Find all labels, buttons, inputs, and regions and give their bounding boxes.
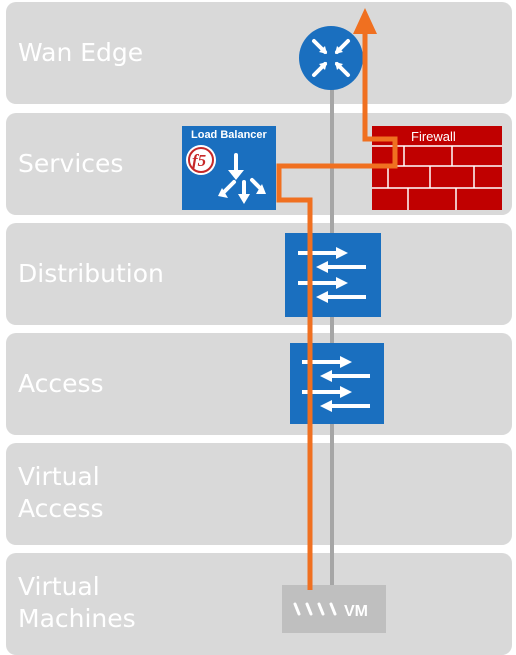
load-balancer-label: Load Balancer (191, 129, 268, 141)
arrow-up-icon (353, 8, 377, 34)
vm-icon: VM (282, 585, 386, 633)
vm-label: VM (344, 603, 368, 620)
tier-label-wan-edge: Wan Edge (18, 38, 144, 67)
tier-label-access: Access (18, 369, 104, 398)
firewall-label: Firewall (411, 129, 456, 144)
f5-logo-icon: f5 (186, 145, 216, 175)
switch-icon (290, 343, 384, 424)
tier-label-virtual-access: Virtual Access (18, 462, 104, 523)
tier-virtual-access: Virtual Access (6, 443, 512, 545)
router-icon (299, 26, 363, 90)
tier-virtual-machines: Virtual Machines (6, 553, 512, 655)
load-balancer-icon: Load Balancer f5 (182, 126, 276, 210)
tier-label-services: Services (18, 149, 124, 178)
switch-icon (285, 233, 381, 317)
tier-label-virtual-machines: Virtual Machines (18, 572, 136, 633)
tier-distribution: Distribution (6, 223, 512, 325)
tier-access: Access (6, 333, 512, 435)
tier-label-distribution: Distribution (18, 259, 164, 288)
tier-wan-edge: Wan Edge (6, 2, 512, 104)
traffic-path (276, 28, 398, 590)
f5-logo-text: f5 (192, 151, 207, 170)
